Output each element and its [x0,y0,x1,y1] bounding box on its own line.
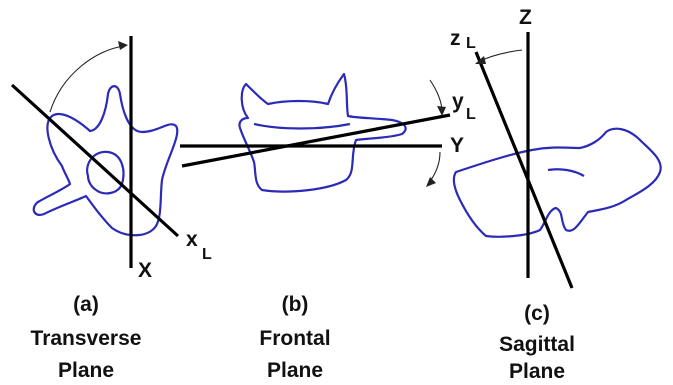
sagittal-local-axis-subscript: L [466,35,476,52]
frontal-caption-line2: Plane [267,359,323,382]
transverse-vertebra-outline [32,85,179,237]
frontal-panel-letter: (b) [282,293,309,316]
transverse-rotation-arrowhead [118,41,128,50]
panel-sagittal: Z z L [450,6,662,289]
frontal-vertebra-outline [238,72,407,193]
sagittal-caption-line1: Sagittal [499,333,575,356]
panel-frontal: y L Y [180,72,476,193]
sagittal-vertebra-outline [452,127,662,238]
frontal-vertebra-endplate [253,122,351,130]
sagittal-caption-line2: Plane [509,360,565,383]
sagittal-local-axis-zl [474,51,574,289]
transverse-fixed-axis-label: X [138,259,152,282]
sagittal-rotation-arrowhead [475,56,486,64]
frontal-caption-line1: Frontal [259,327,330,350]
sagittal-panel-letter: (c) [524,302,550,325]
frontal-local-axis-yl [181,113,451,168]
transverse-local-axis-xl [10,83,180,238]
transverse-local-axis-subscript: L [202,246,212,263]
captions: (a) Transverse Plane (b) Frontal Plane (… [31,293,575,383]
frontal-rotation-arrowhead-bottom [426,177,436,187]
transverse-rotation-arc [49,45,125,113]
frontal-rotation-arrowhead-top [437,106,446,116]
frontal-local-axis-label: y [452,90,464,113]
transverse-local-axis-label: x [186,228,198,251]
frontal-local-axis-subscript: L [466,106,476,123]
panel-transverse: X x L [10,36,212,282]
sagittal-fixed-axis-label: Z [519,6,532,29]
sagittal-vertebra-canal [547,168,585,177]
transverse-panel-letter: (a) [73,293,99,316]
sagittal-local-axis-label: z [450,27,461,50]
transverse-caption-line1: Transverse [31,327,142,350]
frontal-fixed-axis-label: Y [450,134,464,157]
transverse-caption-line2: Plane [58,359,114,382]
